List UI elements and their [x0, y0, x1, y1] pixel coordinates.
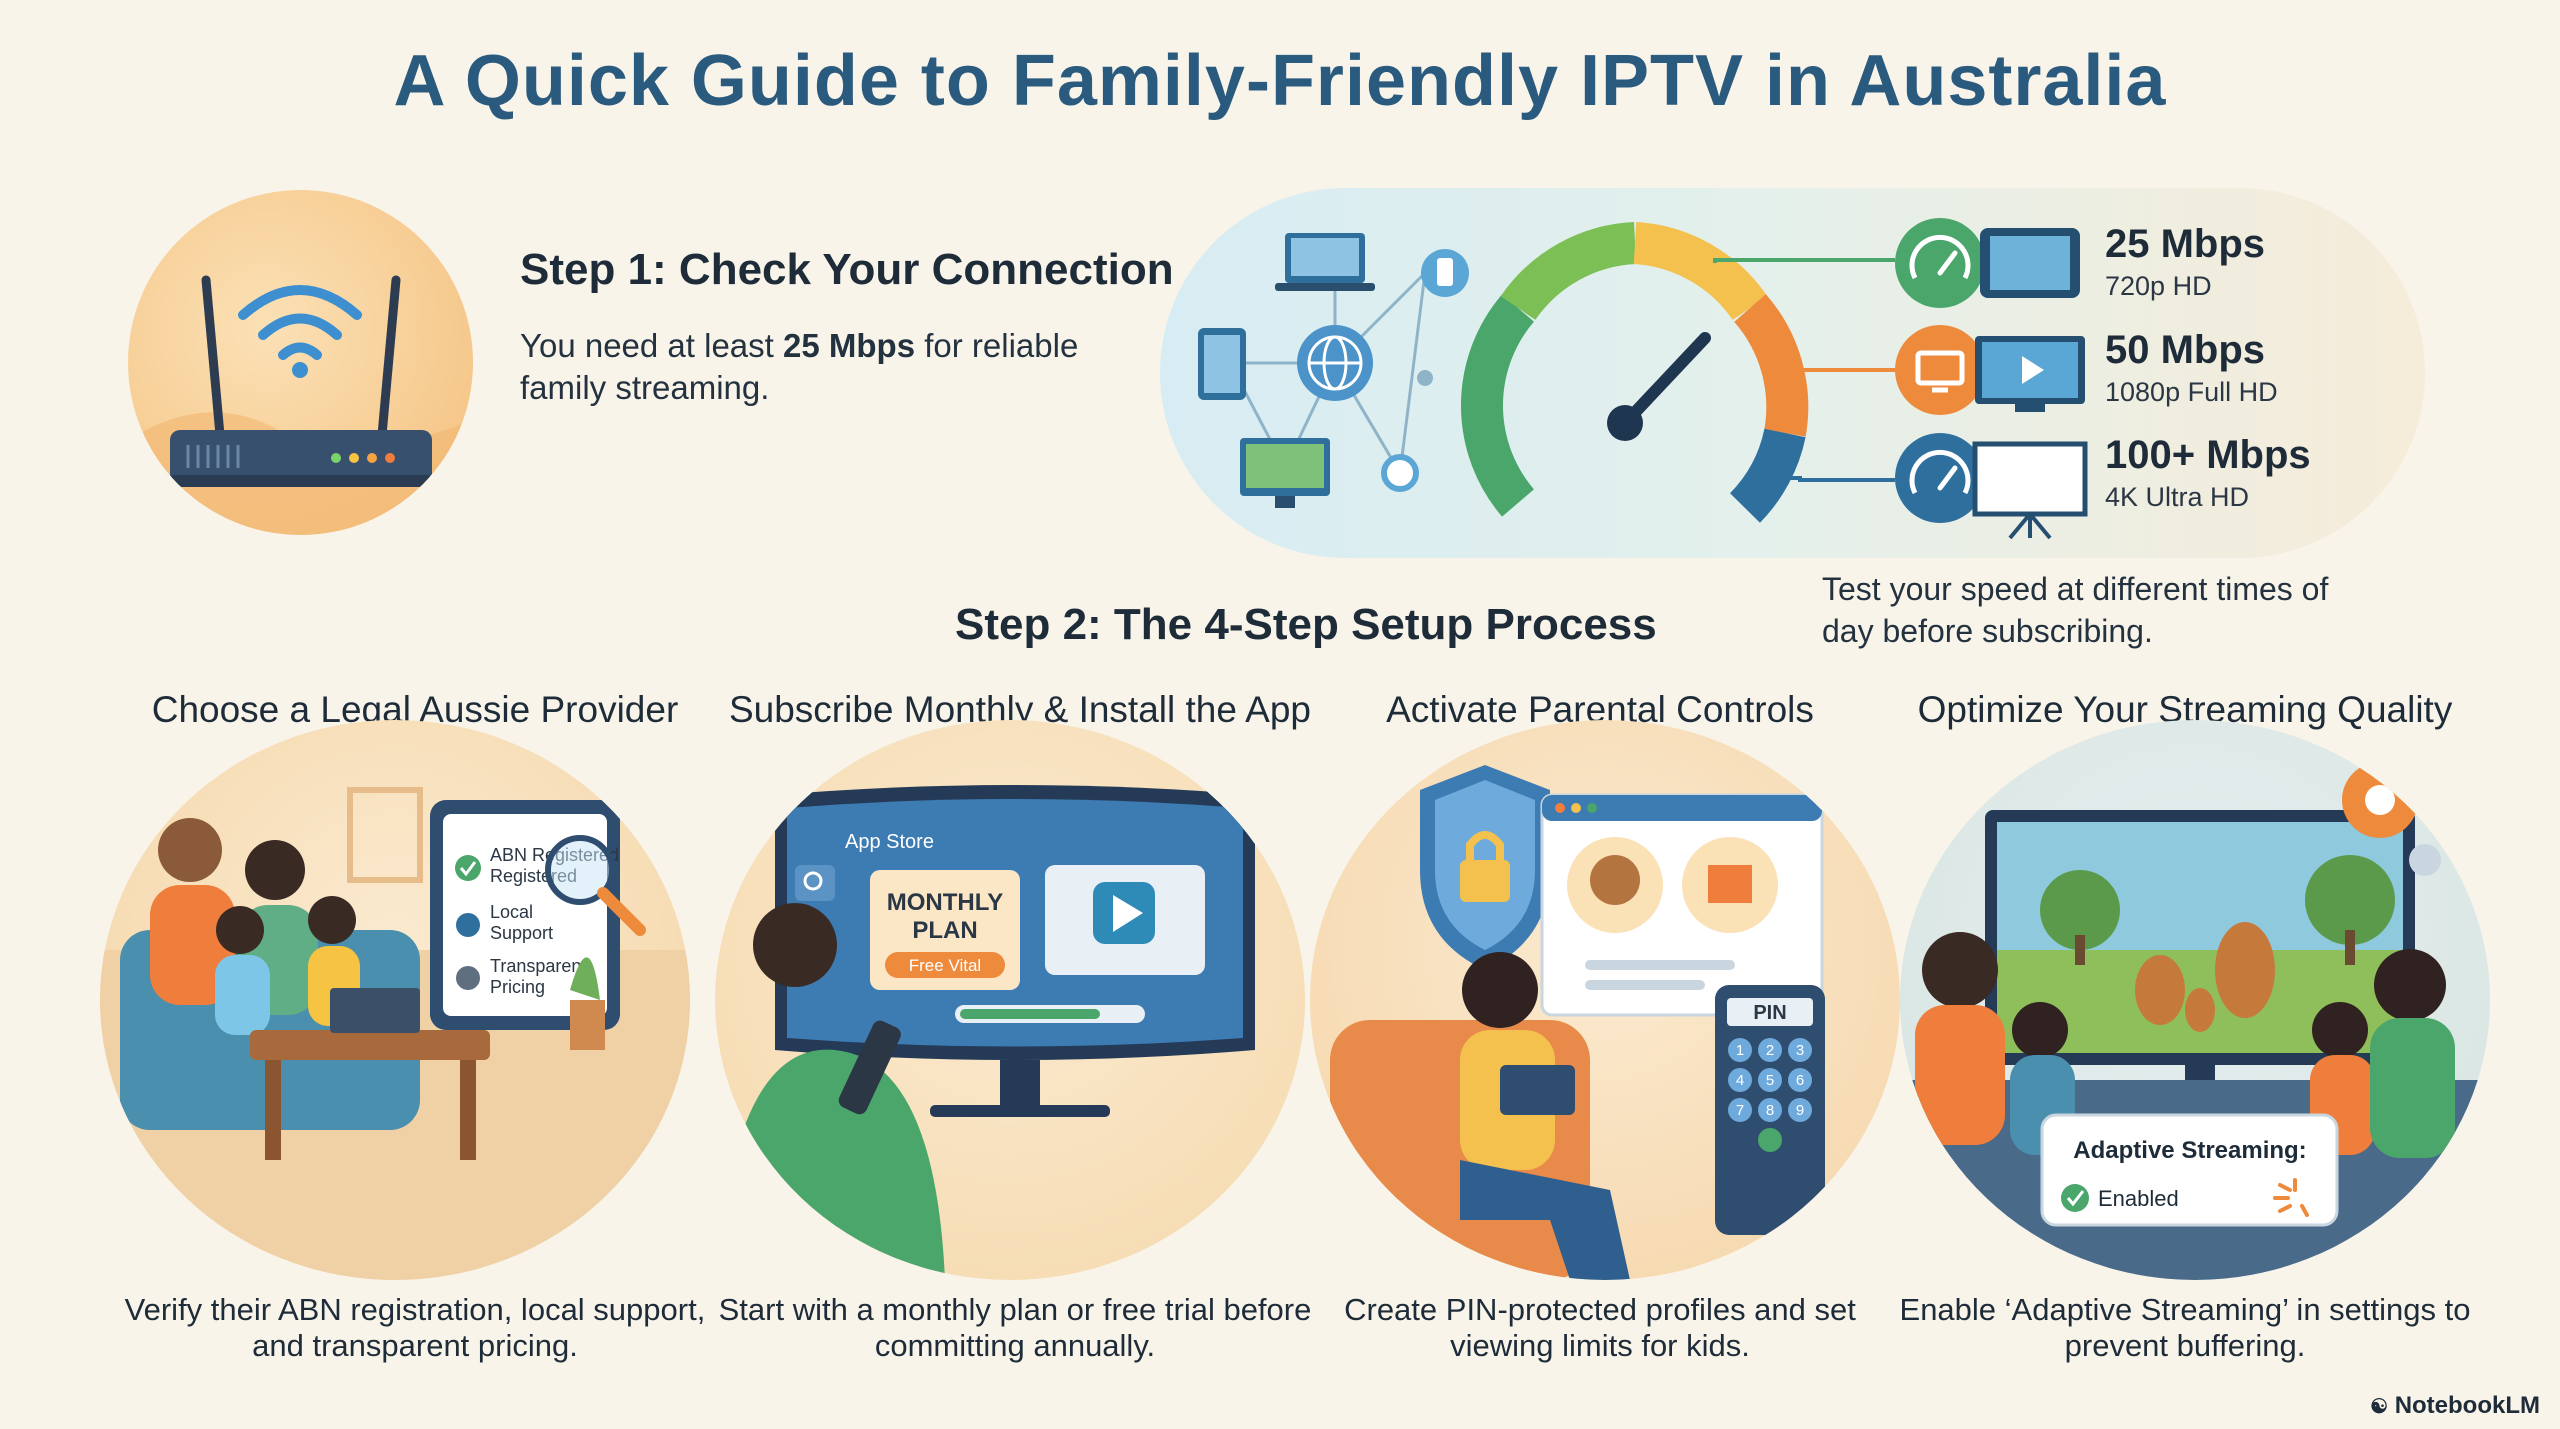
svg-text:Support: Support — [490, 923, 553, 943]
speed-panel — [1160, 188, 2425, 558]
card-1-desc: Verify their ABN registration, local sup… — [124, 1292, 706, 1363]
globe-icon — [1297, 325, 1373, 401]
speed-row-2: 50 Mbps 1080p Full HD — [2105, 328, 2278, 408]
adaptive-streaming-label: Adaptive Streaming: — [2073, 1137, 2306, 1164]
projector-screen-icon — [1972, 441, 2088, 540]
speed-row-1: 25 Mbps 720p HD — [2105, 222, 2265, 302]
search-icon — [803, 871, 823, 891]
svg-text:5: 5 — [1766, 1072, 1774, 1089]
step1-text: You need at least 25 Mbps for reliable f… — [520, 327, 1079, 406]
speed-resolution: 4K Ultra HD — [2105, 482, 2250, 512]
card-1-illustration: ABN Registered Registered Local Support … — [100, 720, 690, 1280]
speed-value: 50 Mbps — [2105, 328, 2266, 372]
gauge-green-icon — [1895, 218, 1985, 308]
loading-icon — [2273, 1178, 2309, 1217]
svg-text:Transparent: Transparent — [490, 956, 586, 976]
magnifier-icon — [545, 835, 646, 936]
svg-text:PLAN: PLAN — [912, 917, 977, 944]
gear-icon — [2342, 762, 2418, 838]
support-icon — [456, 913, 480, 937]
svg-text:2: 2 — [1766, 1042, 1774, 1059]
card-2-desc: Start with a monthly plan or free trial … — [718, 1292, 1312, 1363]
footer-label: NotebookLM — [2394, 1392, 2540, 1419]
svg-text:7: 7 — [1736, 1102, 1744, 1119]
svg-text:9: 9 — [1796, 1102, 1804, 1119]
tv-orange-icon — [1895, 325, 1985, 415]
card-3-desc: Create PIN-protected profiles and set vi… — [1344, 1292, 1856, 1363]
enabled-label: Enabled — [2098, 1186, 2179, 1211]
notebooklm-icon: ☯ — [2370, 1396, 2389, 1418]
play-icon — [1093, 882, 1155, 944]
speed-row-3: 100+ Mbps 4K Ultra HD — [2105, 433, 2311, 513]
page-title: A Quick Guide to Family-Friendly IPTV in… — [393, 41, 2167, 121]
free-trial-button: Free Vital — [909, 956, 981, 975]
wifi-icon — [238, 285, 362, 360]
svg-text:MONTHLY: MONTHLY — [887, 889, 1003, 916]
svg-text:6: 6 — [1796, 1072, 1804, 1089]
router-illustration — [128, 190, 473, 535]
gauge-blue-icon — [1895, 433, 1985, 523]
footer-brand: ☯ NotebookLM — [2370, 1392, 2540, 1420]
step1-title: Step 1: Check Your Connection — [520, 245, 1174, 294]
check-icon — [455, 855, 481, 881]
svg-text:4: 4 — [1736, 1072, 1744, 1089]
pricing-icon — [456, 966, 480, 990]
speed-value: 25 Mbps — [2105, 222, 2266, 266]
speedometer-gauge — [1461, 222, 1809, 523]
card-4-desc: Enable ‘Adaptive Streaming’ in settings … — [1899, 1292, 2471, 1363]
app-store-label: App Store — [845, 831, 934, 853]
tv-fullhd-icon — [1975, 336, 2085, 412]
shield-lock-icon — [1420, 765, 1550, 970]
tablet-icon — [1198, 328, 1246, 400]
card-3-illustration: PIN 1 2 3 4 5 6 7 8 9 — [1310, 720, 1900, 1280]
tablet-hd-icon — [1980, 228, 2080, 298]
svg-text:Pricing: Pricing — [490, 977, 545, 997]
svg-text:Local: Local — [490, 902, 533, 922]
pin-label: PIN — [1753, 1002, 1786, 1024]
speed-note: Test your speed at different times of da… — [1822, 571, 2329, 649]
svg-text:8: 8 — [1766, 1102, 1774, 1119]
svg-text:1: 1 — [1736, 1042, 1744, 1059]
check-icon — [2061, 1184, 2089, 1212]
card-4-illustration: Adaptive Streaming: Enabled — [1900, 720, 2490, 1280]
card-2-illustration: App Store MONTHLY PLAN Free Vital — [715, 720, 1305, 1280]
step2-title: Step 2: The 4-Step Setup Process — [955, 600, 1657, 649]
monitor-icon — [1240, 438, 1330, 508]
speed-resolution: 1080p Full HD — [2105, 377, 2278, 407]
speed-value: 100+ Mbps — [2105, 433, 2311, 477]
laptop-icon — [1275, 233, 1375, 291]
speed-resolution: 720p HD — [2105, 271, 2212, 301]
svg-text:3: 3 — [1796, 1042, 1804, 1059]
phone-icon — [1421, 249, 1469, 297]
